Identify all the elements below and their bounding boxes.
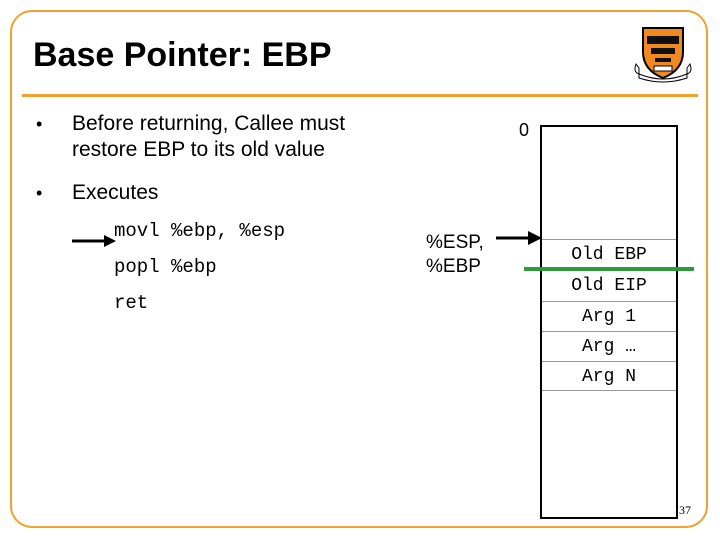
stack-cell-old-eip: Old EIP	[542, 270, 676, 300]
stack-cell-arg-ellipsis: Arg …	[542, 331, 676, 361]
code-line-ret: ret	[114, 292, 149, 314]
bullet-text-line2: restore EBP to its old value	[72, 138, 325, 161]
bullet-dot: •	[36, 114, 43, 134]
stack-cell-arg-n: Arg N	[542, 361, 676, 391]
bullet-text-line1: Before returning, Callee must	[72, 112, 346, 135]
code-line-popl: popl %ebp	[114, 256, 217, 278]
princeton-shield-icon	[634, 27, 692, 83]
slide-title: Base Pointer: EBP	[33, 36, 332, 74]
current-instruction-arrow-icon	[72, 235, 116, 247]
page-number: 37	[679, 503, 691, 517]
pointer-label-ebp: %EBP	[426, 256, 481, 277]
stack-cell-old-ebp: Old EBP	[542, 239, 676, 269]
bullet-dot: •	[36, 183, 43, 203]
pointer-arrow-icon	[496, 231, 542, 245]
title-divider	[22, 94, 698, 97]
stack-diagram: Old EBP Old EIP Arg 1 Arg … Arg N	[540, 125, 678, 519]
bullet-text-executes: Executes	[72, 181, 159, 204]
stack-cell-arg-1: Arg 1	[542, 301, 676, 331]
code-line-movl: movl %ebp, %esp	[114, 220, 286, 242]
pointer-label-esp: %ESP,	[426, 232, 484, 253]
stack-address-zero: 0	[519, 120, 530, 140]
stack-pointer-marker	[524, 267, 694, 271]
slide-frame	[10, 10, 708, 528]
